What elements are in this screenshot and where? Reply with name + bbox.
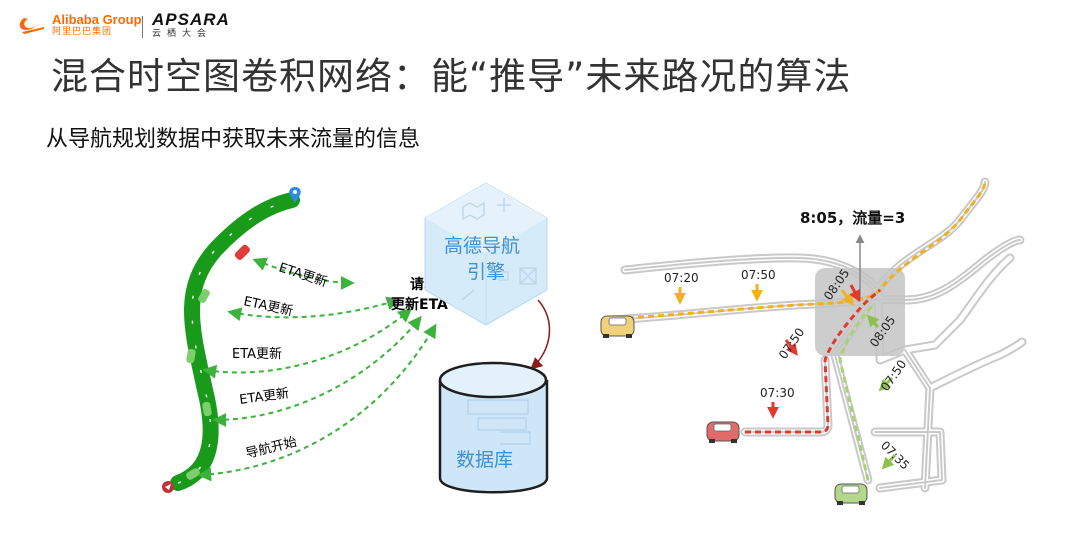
apsara-logo: APSARA 云栖大会 bbox=[152, 11, 230, 39]
alibaba-mark-icon bbox=[18, 14, 48, 36]
engine-to-db-arrow bbox=[530, 299, 551, 370]
header-bar: Alibaba Group 阿里巴巴集团 APSARA 云栖大会 bbox=[0, 0, 1080, 48]
navigation-engine-cube: 高德导航 引擎 bbox=[424, 182, 548, 326]
engine-label-line1: 高德导航 bbox=[444, 235, 520, 257]
car-icon bbox=[186, 468, 200, 480]
car-icon bbox=[186, 348, 196, 364]
current-car-icon bbox=[234, 244, 250, 260]
time-label: 07:30 bbox=[760, 386, 795, 400]
eta-label-3: ETA更新 bbox=[232, 346, 282, 362]
logo-divider bbox=[142, 16, 143, 38]
request-label-line2: 更新ETA bbox=[391, 296, 448, 313]
time-label: 07:50 bbox=[741, 268, 776, 282]
alibaba-logo-text: Alibaba Group bbox=[52, 12, 142, 27]
alibaba-group-logo: Alibaba Group 阿里巴巴集团 bbox=[18, 12, 142, 38]
yellow-car-icon bbox=[600, 315, 635, 338]
vehicle-routes bbox=[627, 181, 987, 481]
slide-subtitle: 从导航规划数据中获取未来流量的信息 bbox=[46, 127, 421, 152]
apsara-logo-cn-text: 云栖大会 bbox=[152, 29, 213, 39]
apsara-logo-text: APSARA bbox=[152, 10, 230, 29]
time-arrows bbox=[674, 284, 897, 470]
green-car-icon bbox=[834, 483, 868, 505]
database-label: 数据库 bbox=[456, 449, 513, 471]
nav-start-label: 导航开始 bbox=[244, 434, 298, 462]
red-car-icon bbox=[706, 421, 740, 443]
alibaba-logo-cn-text: 阿里巴巴集团 bbox=[52, 27, 113, 37]
car-icon bbox=[198, 289, 210, 303]
eta-label-4: ETA更新 bbox=[238, 385, 290, 408]
flow-label: 8:05，流量=3 bbox=[800, 209, 905, 227]
slide-title: 混合时空图卷积网络：能“推导”未来路况的算法 bbox=[51, 55, 852, 98]
time-label: 07:35 bbox=[878, 438, 912, 472]
eta-update-arrows bbox=[197, 257, 437, 482]
eta-label-1: ETA更新 bbox=[277, 260, 330, 291]
time-label: 07:50 bbox=[776, 325, 807, 361]
start-point-icon bbox=[162, 481, 174, 493]
destination-pin-icon bbox=[289, 187, 301, 203]
database-icon: 数据库 bbox=[438, 361, 549, 494]
engine-label-line2: 引擎 bbox=[467, 261, 505, 283]
time-label: 07:20 bbox=[664, 271, 699, 285]
